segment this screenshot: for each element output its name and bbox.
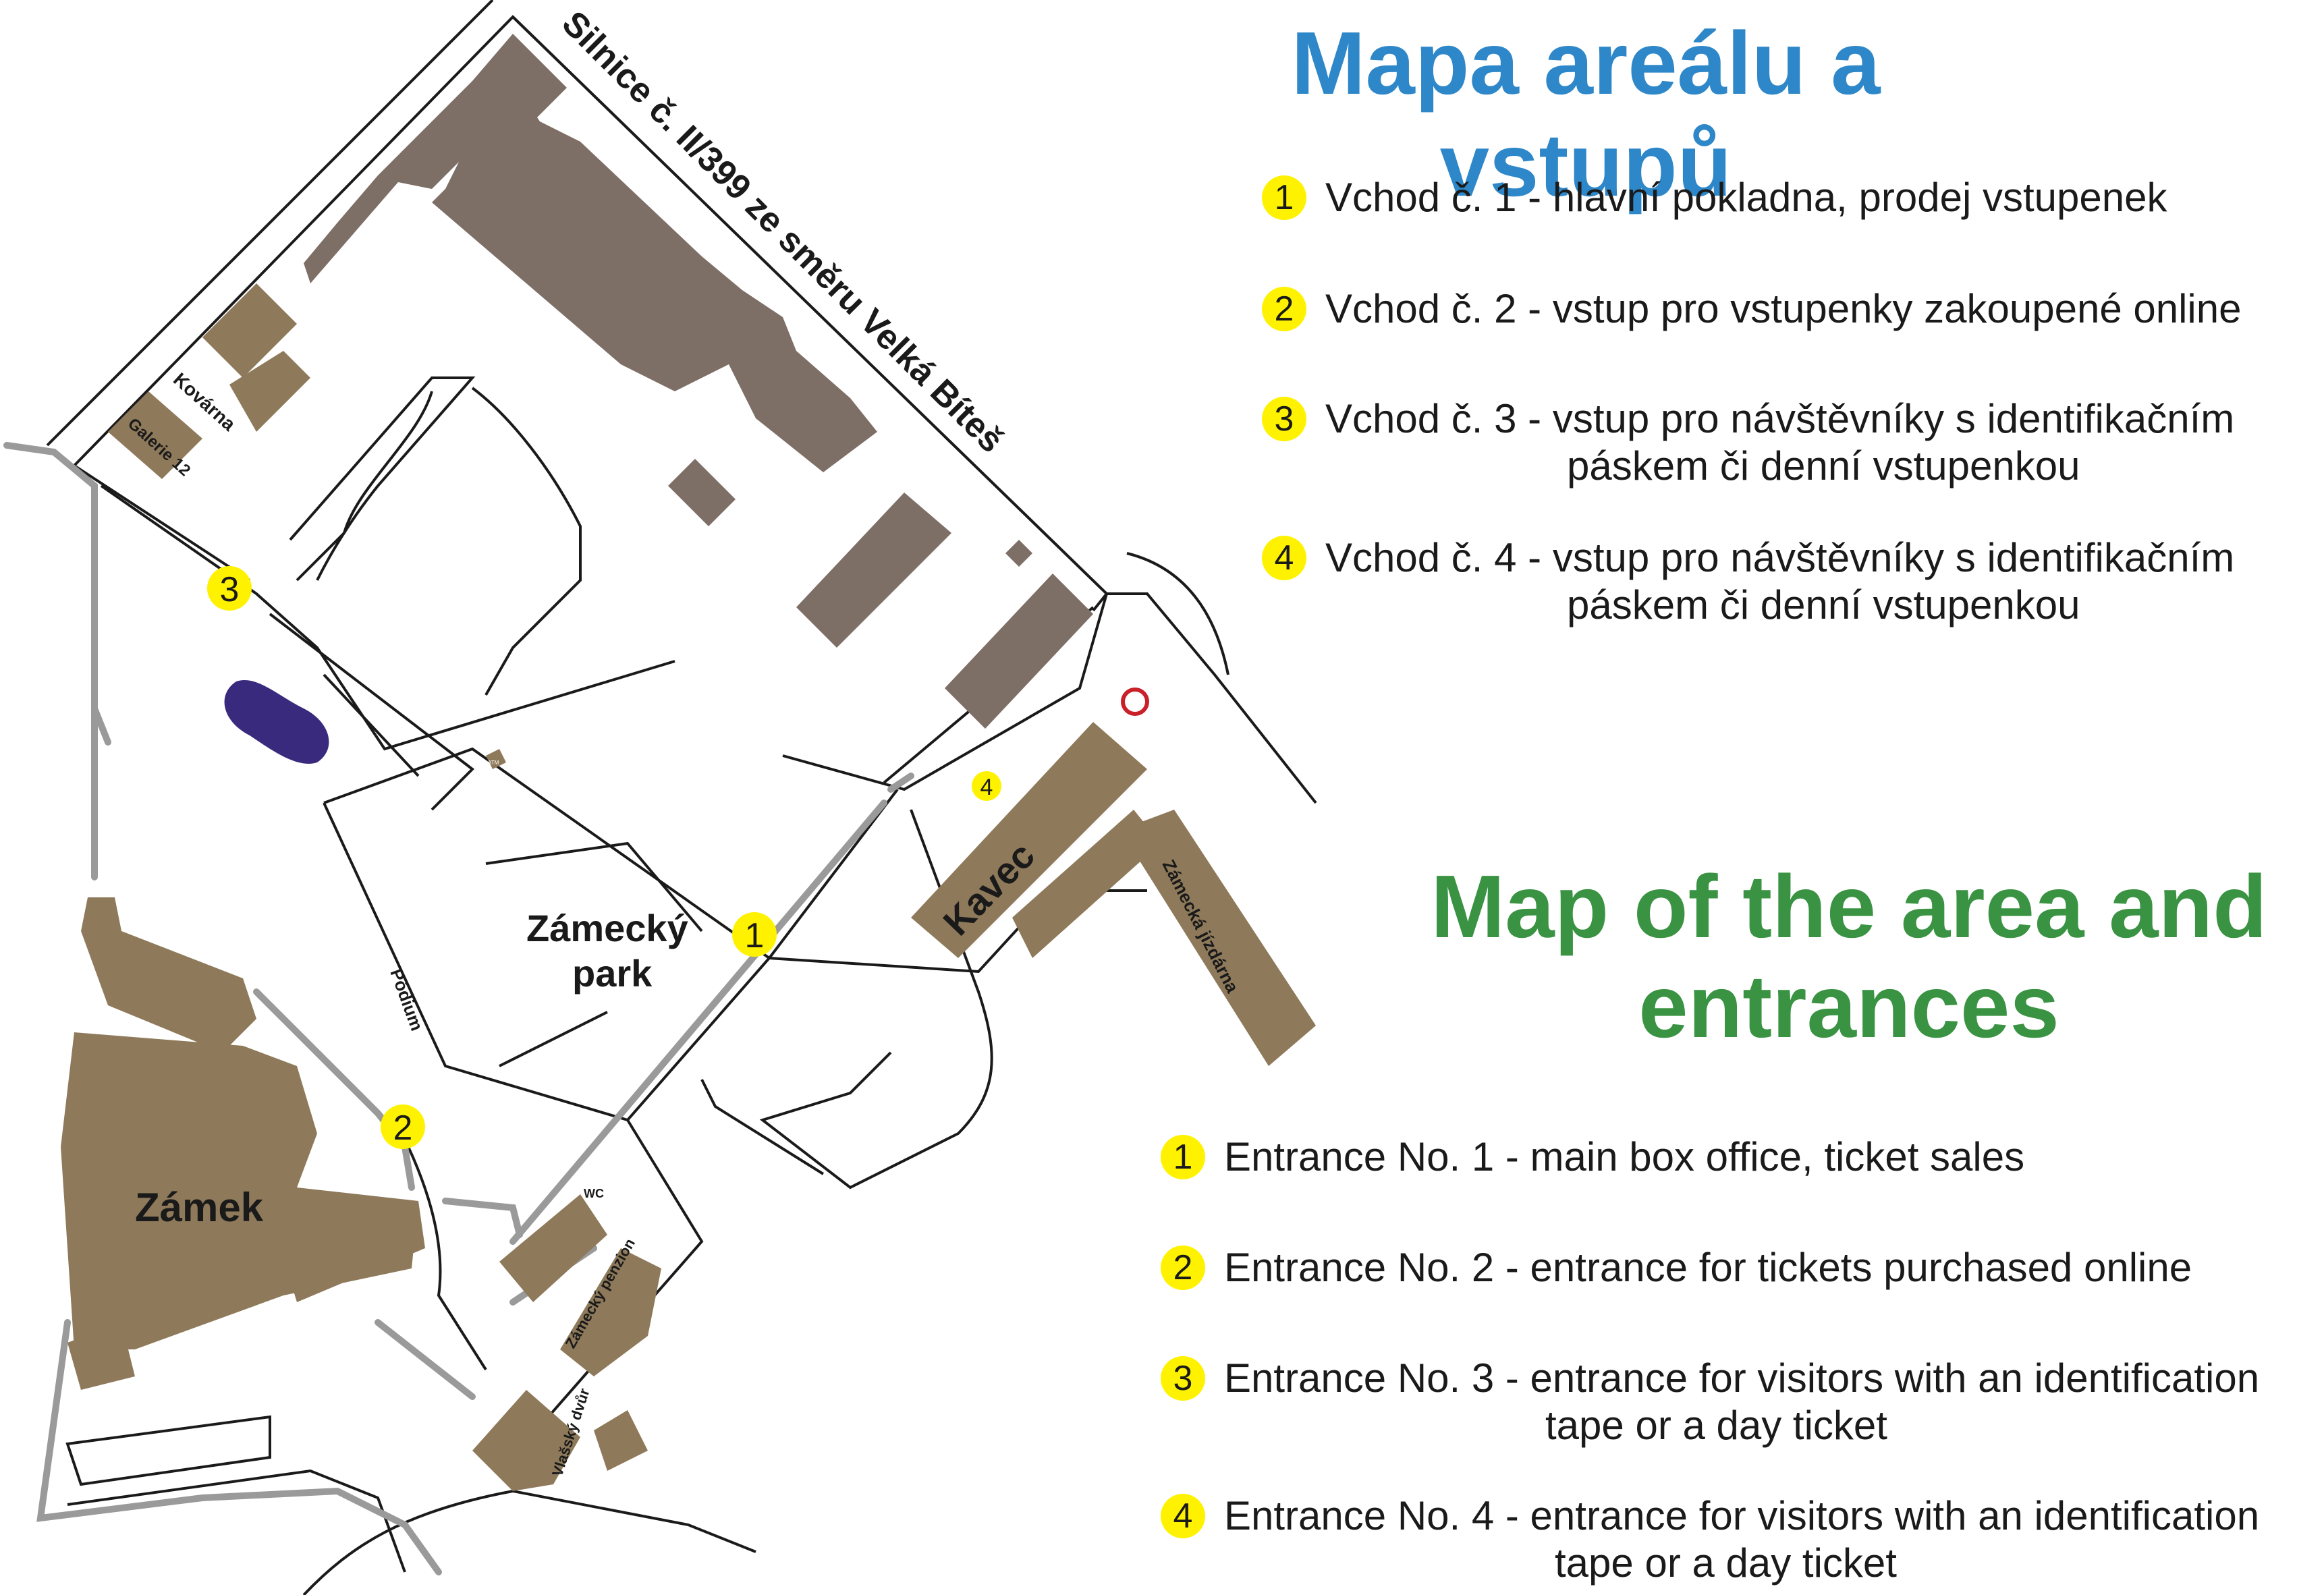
main-road (46, 0, 1317, 804)
legend-en-2-number: 2 (1161, 1246, 1205, 1290)
barrier-marker (1121, 688, 1149, 716)
title-czech: Mapa areálu a vstupů (1291, 13, 1881, 215)
entrance-marker-2[interactable]: 2 (381, 1104, 425, 1149)
label-atm: ATM (488, 760, 499, 766)
pond (224, 680, 329, 764)
entrance-marker-1[interactable]: 1 (732, 912, 777, 957)
legend-cz-4-number: 4 (1262, 536, 1306, 580)
legend-en-2-text: Entrance No. 2 - entrance for tickets pu… (1224, 1245, 2192, 1290)
label-podium: Pódium (386, 966, 427, 1034)
label-zamecky-park-2: park (572, 952, 653, 995)
legend-en-3-text: Entrance No. 3 - entrance for visitors w… (1224, 1355, 2260, 1401)
title-english-line2: entrances (1638, 957, 2059, 1056)
label-zamek: Zámek (135, 1185, 264, 1230)
marker-2-number: 2 (393, 1109, 413, 1148)
legend-cz-2-number: 2 (1262, 287, 1306, 331)
legend-cz-3-number: 3 (1262, 397, 1306, 441)
gray-buildings (304, 34, 1093, 729)
marker-1-number: 1 (745, 916, 765, 955)
legend-en-4-number: 4 (1161, 1494, 1205, 1538)
title-english-line1: Map of the area and (1431, 857, 2267, 956)
legend-en-3-number: 3 (1161, 1356, 1205, 1401)
legend-cz-1-text: Vchod č. 1 - hlavní pokladna, prodej vst… (1325, 175, 2167, 220)
paths (65, 376, 1147, 1595)
legend-en-4-text-cont: tape or a day ticket (1555, 1540, 1897, 1586)
entrance-marker-3[interactable]: 3 (207, 566, 252, 611)
legend-cz-4-text: Vchod č. 4 - vstup pro návštěvníky s ide… (1325, 535, 2235, 580)
legend-cz-3-text-cont: páskem či denní vstupenkou (1567, 443, 2080, 488)
legend-cz-4-text-cont: páskem či denní vstupenkou (1567, 582, 2080, 627)
legend-en-4-text: Entrance No. 4 - entrance for visitors w… (1224, 1493, 2260, 1538)
legend-en-1-number: 1 (1161, 1135, 1205, 1179)
label-zamecky-park-1: Zámecký (526, 907, 688, 949)
legend-cz-1-number: 1 (1262, 175, 1306, 220)
legend-en-1-text: Entrance No. 1 - main box office, ticket… (1224, 1134, 2025, 1179)
legend-cz-3-text: Vchod č. 3 - vstup pro návštěvníky s ide… (1325, 396, 2235, 441)
tan-buildings (61, 283, 1316, 1491)
legend-cz-2-text: Vchod č. 2 - vstup pro vstupenky zakoupe… (1325, 286, 2242, 331)
title-english: Map of the area and entrances (1370, 857, 2324, 1057)
entrance-marker-4[interactable]: 4 (972, 771, 1001, 801)
legend-en-3-text-cont: tape or a day ticket (1545, 1403, 1887, 1448)
marker-3-number: 3 (220, 570, 240, 609)
marker-4-number: 4 (980, 775, 993, 800)
label-wc: WC (584, 1187, 604, 1200)
